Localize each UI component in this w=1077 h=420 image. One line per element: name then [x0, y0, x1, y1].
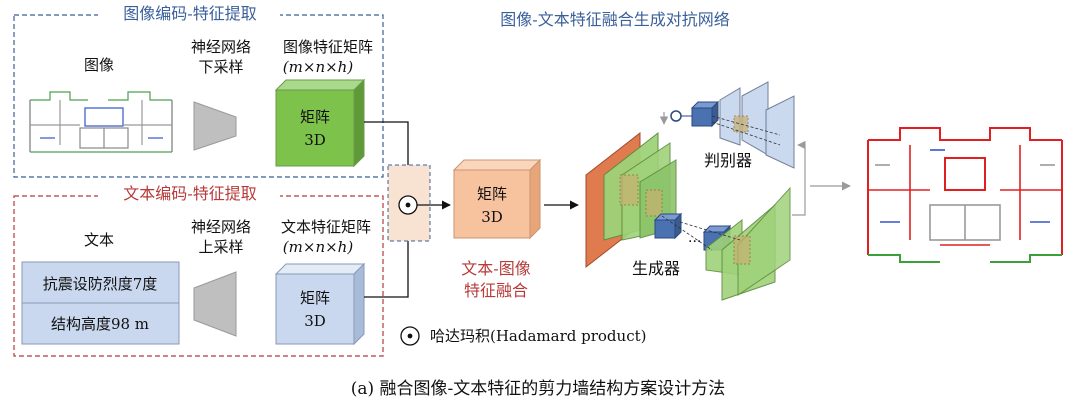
text-encoding-section: 文本编码-特征提取 文本 抗震设防烈度7度 结构高度98 m 神经网络 上采样 … [13, 184, 384, 357]
text-cube-label-1: 矩阵 [300, 289, 330, 307]
image-feature-dims: (m×n×h) [283, 58, 354, 76]
image-cube-label-2: 3D [304, 131, 326, 149]
text-label: 文本 [84, 231, 114, 249]
image-encoding-section: 图像编码-特征提取 图像 神经网络 下采样 图像特征矩阵 (m×n×h) [13, 4, 384, 178]
text-feature-cube: 矩阵 3D [274, 262, 366, 346]
image-title-bg [98, 4, 280, 24]
figure-caption: (a) 融合图像-文本特征的剪力墙结构方案设计方法 [351, 379, 726, 399]
text-item-2: 结构高度98 m [51, 315, 149, 333]
text-cube-label-2: 3D [304, 312, 326, 330]
fusion-cube-label-1: 矩阵 [477, 185, 507, 203]
image-feature-cube: 矩阵 3D [274, 78, 366, 168]
gan-title: 图像-文本特征融合生成对抗网络 [500, 10, 729, 29]
text-input-box: 抗震设防烈度7度 结构高度98 m [21, 261, 180, 345]
text-feature-label: 文本特征矩阵 [281, 218, 371, 236]
text-feature-dims: (m×n×h) [283, 238, 354, 256]
fusion-cube: 矩阵 3D [452, 158, 542, 240]
text-item-1: 抗震设防烈度7度 [43, 275, 158, 293]
text-network-label-1: 神经网络 [191, 218, 251, 236]
discriminator-label: 判别器 [704, 151, 752, 170]
output-floorplan [862, 124, 1068, 268]
fusion-block: 矩阵 3D 文本-图像 特征融合 [364, 121, 579, 300]
gan-network: 图像-文本特征融合生成对抗网络 ··· [500, 10, 851, 301]
fusion-cube-label-2: 3D [481, 208, 503, 226]
image-feature-label: 图像特征矩阵 [283, 38, 373, 56]
text-network-label-2: 上采样 [198, 238, 243, 256]
hadamard-legend-text: 哈达玛积(Hadamard product) [430, 327, 646, 345]
discriminator-layers [670, 81, 795, 169]
svg-text:···: ··· [688, 234, 701, 250]
generator-to-discriminator-arrow [792, 140, 806, 216]
downsample-trapezoid [193, 101, 237, 151]
image-cube-label-1: 矩阵 [300, 108, 330, 126]
text-section-title: 文本编码-特征提取 [123, 184, 256, 203]
discriminator-input-node [670, 110, 682, 122]
generator-decoder-layers [661, 186, 791, 301]
image-section-title: 图像编码-特征提取 [123, 4, 256, 23]
fusion-label-1: 文本-图像 [461, 259, 530, 278]
image-network-label-1: 神经网络 [191, 38, 251, 56]
upsample-trapezoid [193, 271, 237, 337]
text-title-bg [98, 184, 280, 204]
image-network-label-2: 下采样 [198, 58, 243, 76]
generator-label: 生成器 [632, 259, 680, 278]
text-to-fusion-arrow [364, 217, 413, 298]
image-label: 图像 [84, 56, 114, 74]
fusion-label-2: 特征融合 [464, 281, 528, 300]
generator-encoder-layers [585, 131, 677, 269]
input-floorplan-thumbnail [28, 90, 176, 158]
legend: 哈达玛积(Hadamard product) [400, 326, 646, 346]
